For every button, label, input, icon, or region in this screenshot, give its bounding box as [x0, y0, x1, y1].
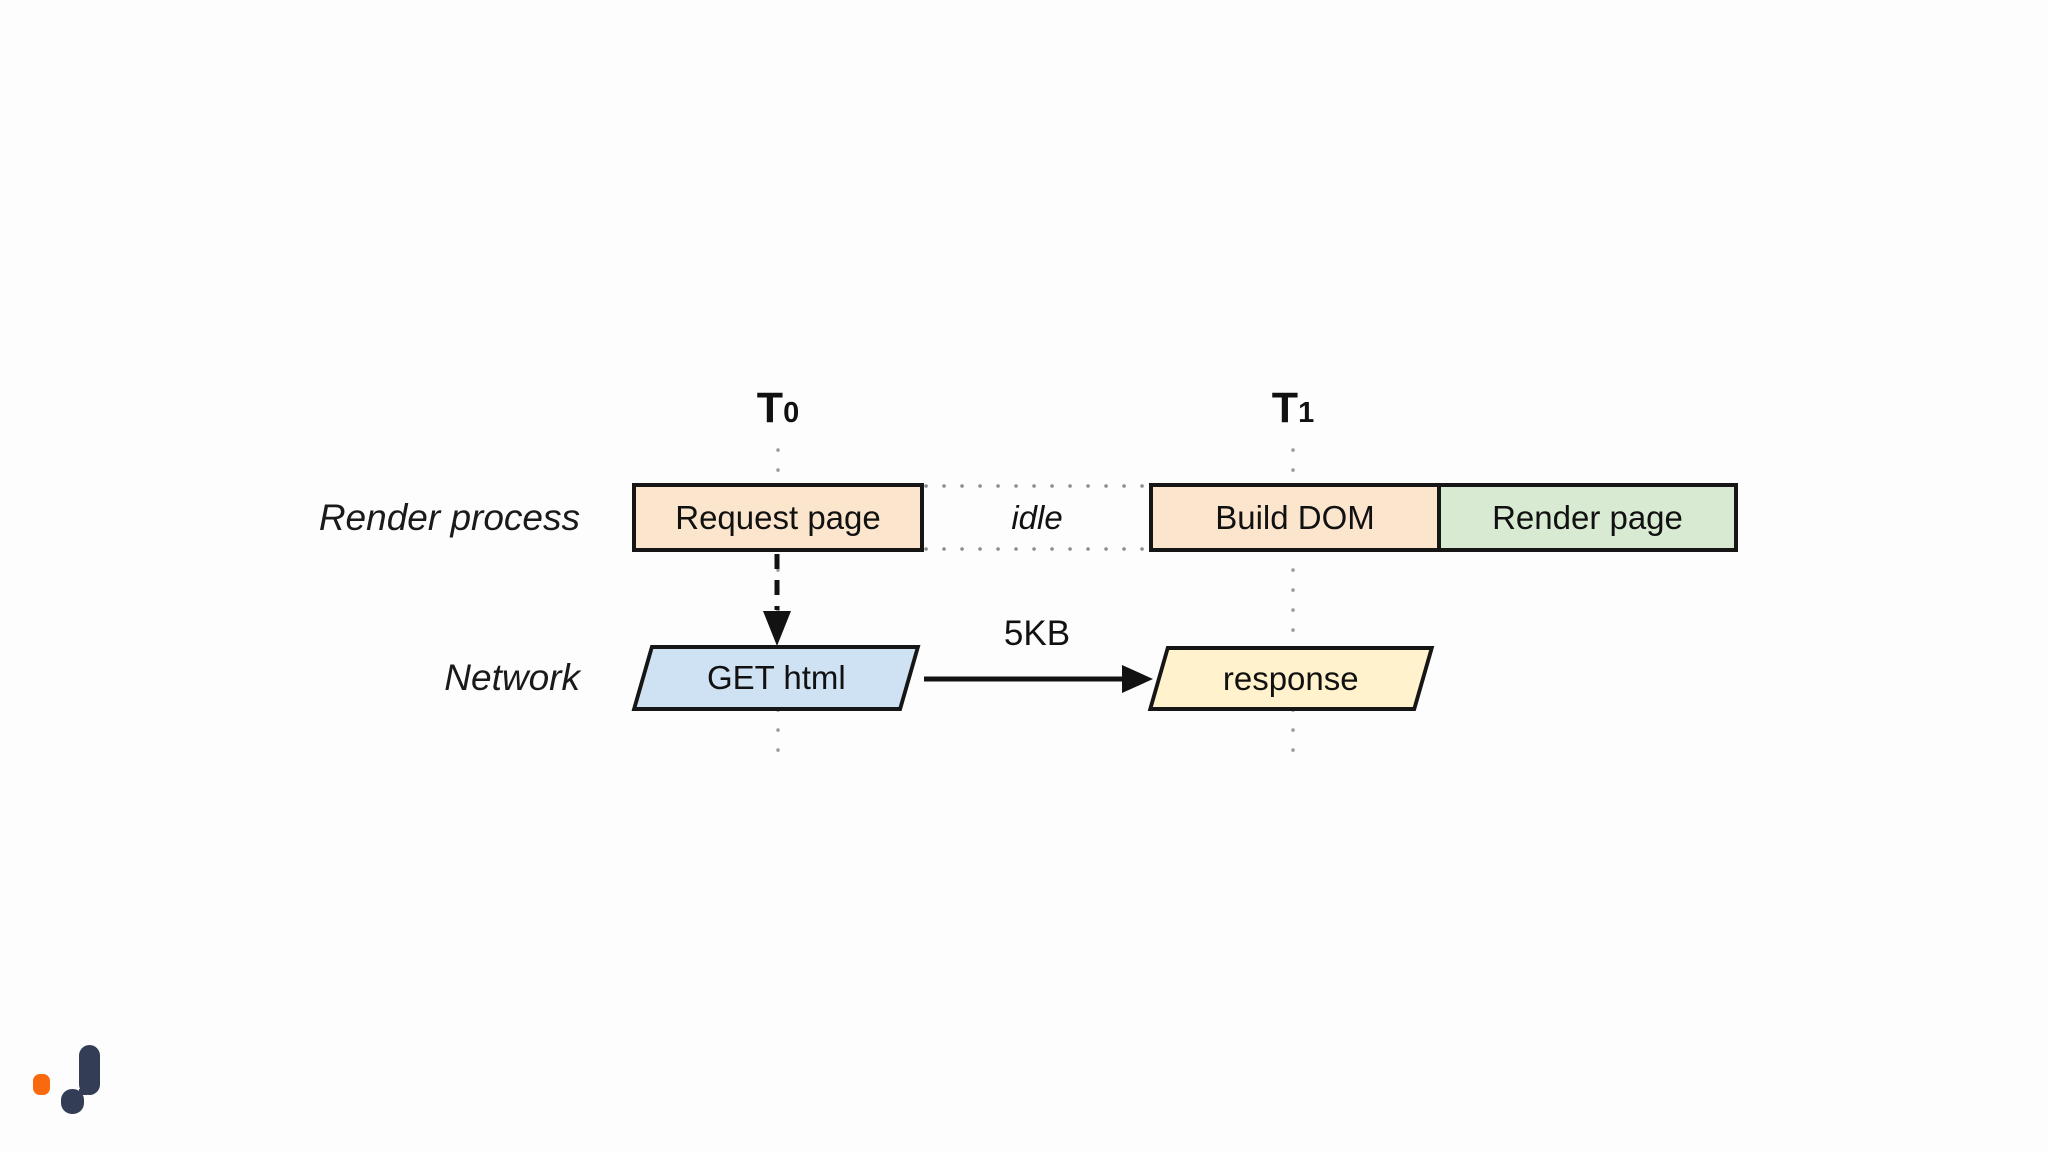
block-render-page: Render page: [1437, 483, 1738, 552]
block-get-html: GET html: [631, 645, 921, 711]
request-to-get-arrowhead: [763, 611, 791, 646]
block-response-label: response: [1223, 659, 1359, 697]
logo-orange-dot: [33, 1074, 50, 1095]
block-render-page-label: Render page: [1492, 498, 1683, 536]
block-response: response: [1147, 646, 1435, 711]
brand-step-logo: [33, 1045, 100, 1114]
t0-subscript: 0: [783, 397, 800, 429]
logo-navy-joint: [79, 1089, 87, 1095]
block-idle: idle: [924, 483, 1150, 552]
logo-navy-foot: [61, 1089, 84, 1114]
block-request-page-label: Request page: [675, 498, 881, 536]
block-build-dom-label: Build DOM: [1215, 498, 1375, 536]
row-label-render-process: Render process: [318, 496, 580, 538]
block-request-page: Request page: [632, 483, 924, 552]
block-build-dom: Build DOM: [1149, 483, 1441, 552]
timeline-marker-t1: T1: [1213, 383, 1373, 433]
logo-navy-bar: [79, 1045, 100, 1095]
t1-subscript: 1: [1298, 397, 1315, 429]
t1-base: T: [1271, 384, 1299, 432]
get-to-response-arrowhead: [1122, 665, 1153, 693]
block-idle-label: idle: [1011, 498, 1063, 536]
row-label-network: Network: [444, 657, 580, 698]
transfer-size-label: 5KB: [1003, 614, 1071, 653]
timeline-marker-t0: T0: [698, 383, 858, 433]
block-get-html-label: GET html: [706, 659, 846, 696]
t0-base: T: [756, 384, 784, 432]
